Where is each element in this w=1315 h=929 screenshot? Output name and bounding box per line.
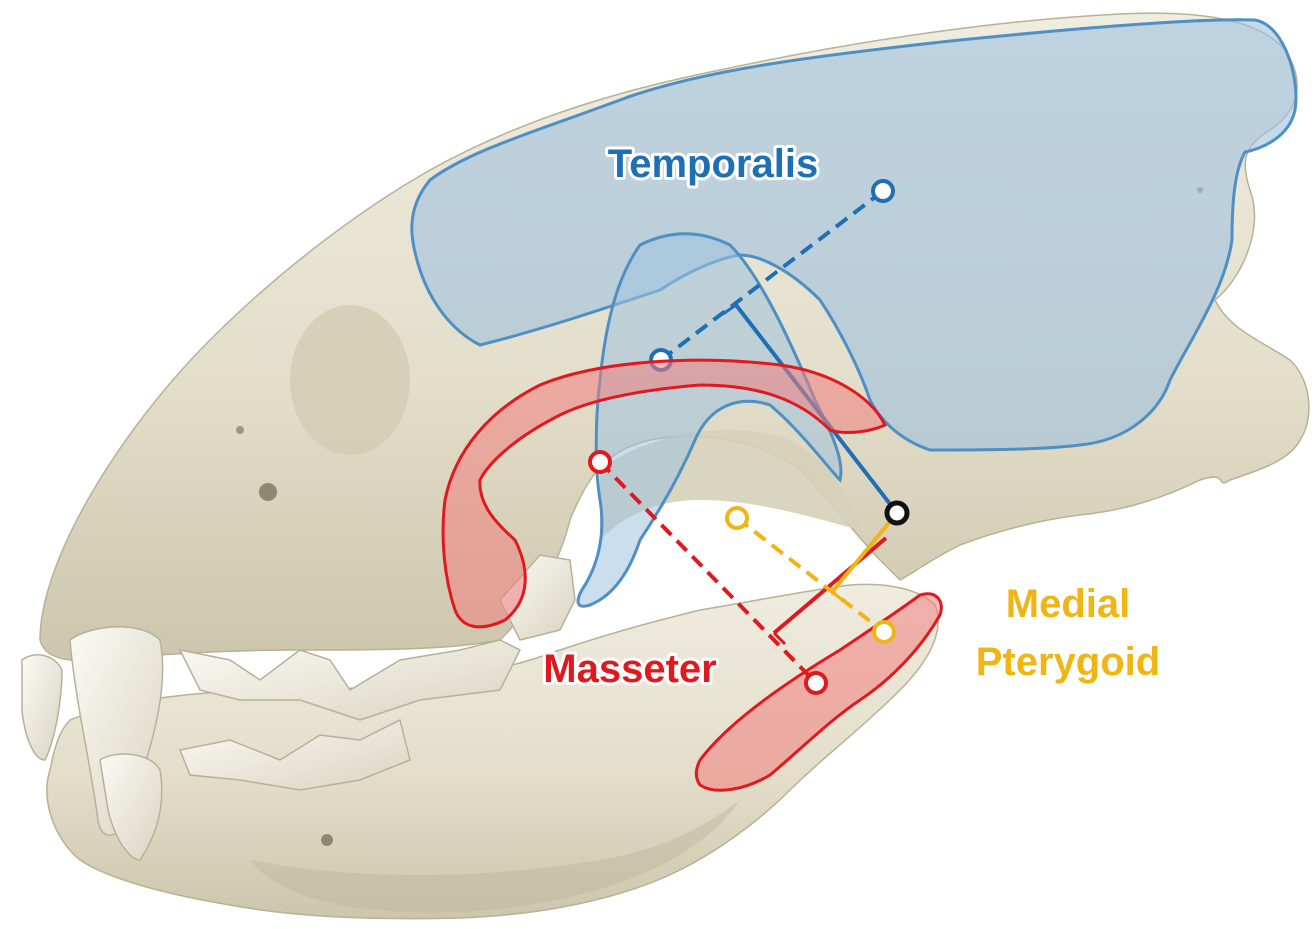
masseter-origin-point	[590, 452, 610, 472]
foramen	[236, 426, 244, 434]
foramen	[259, 483, 277, 501]
orbit	[290, 305, 410, 455]
foramen	[321, 834, 333, 846]
temporalis-label: Temporalis	[608, 142, 818, 186]
medial-pterygoid-origin-point	[727, 508, 747, 528]
jaw-joint-pivot	[887, 503, 907, 523]
medial-pterygoid-insertion-point	[874, 622, 894, 642]
medial-pterygoid-label-line2: Pterygoid	[976, 640, 1160, 684]
temporalis-origin-point	[873, 181, 893, 201]
masseter-insertion-point	[806, 673, 826, 693]
medial-pterygoid-label-line1: Medial	[1006, 582, 1130, 626]
masseter-label: Masseter	[543, 647, 716, 691]
